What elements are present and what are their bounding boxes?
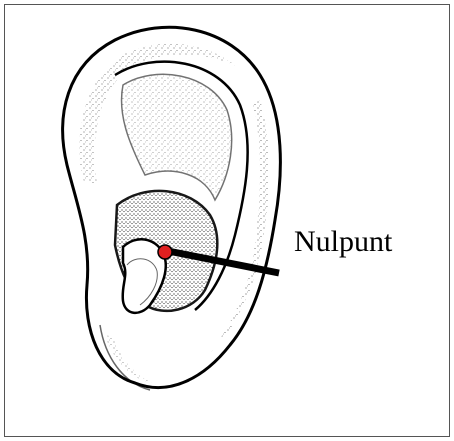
ear-illustration	[5, 5, 451, 438]
nulpunt-label: Nulpunt	[294, 227, 392, 257]
nulpunt-marker	[158, 245, 172, 259]
figure-frame: Nulpunt	[4, 4, 450, 437]
